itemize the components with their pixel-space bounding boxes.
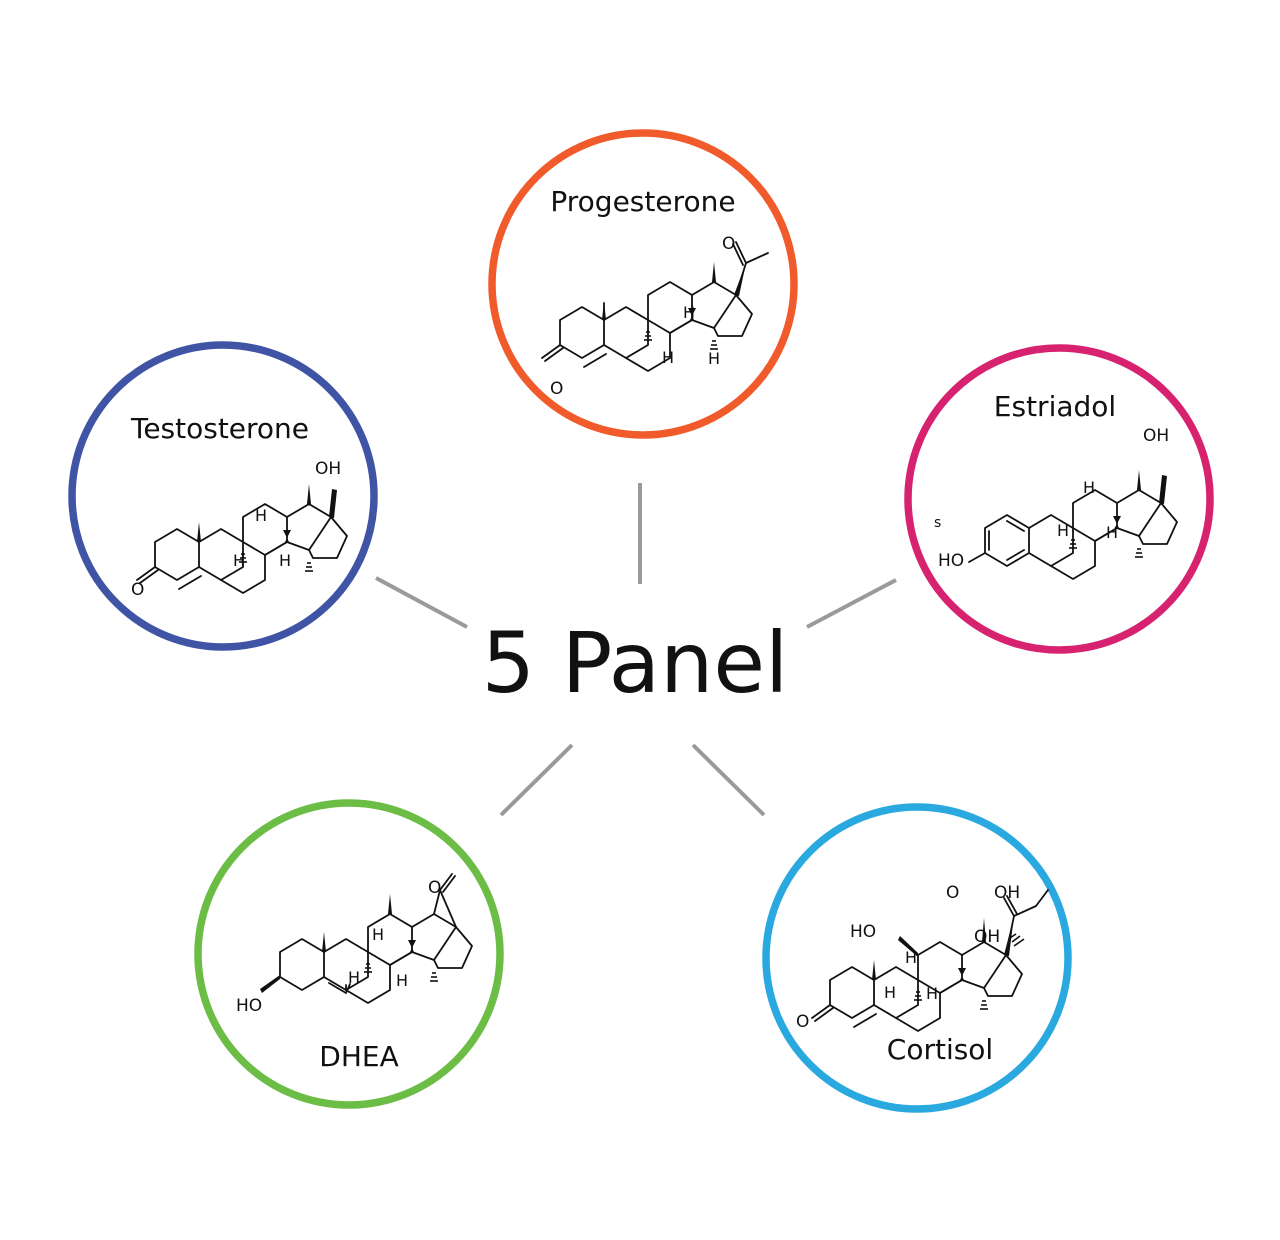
cortisol-h-3: H bbox=[926, 984, 938, 1003]
panel-title: 5 Panel bbox=[482, 614, 789, 712]
testosterone-h-3: H bbox=[279, 551, 291, 570]
cortisol-oh-21: OH bbox=[994, 883, 1020, 903]
estradiol-ho: HO bbox=[938, 551, 964, 571]
cortisol-h-1: H bbox=[884, 983, 896, 1002]
progesterone-label: Progesterone bbox=[550, 185, 735, 218]
connector-cortisol bbox=[691, 743, 766, 817]
cortisol-o: O bbox=[796, 1012, 809, 1032]
cortisol-ring bbox=[762, 803, 1072, 1113]
estradiol-ring bbox=[904, 344, 1214, 654]
estradiol-node: Estriadol H H H HO OH s bbox=[904, 344, 1214, 654]
cortisol-node: Cortisol H H H O HO OH bbox=[762, 803, 1072, 1113]
dhea-node: DHEA H H H HO O bbox=[194, 799, 504, 1109]
estradiol-stray-mark: s bbox=[934, 515, 941, 531]
dhea-structure: H H H HO O bbox=[236, 873, 473, 1016]
connector-estradiol bbox=[806, 578, 897, 629]
estradiol-h-3: H bbox=[1106, 523, 1118, 542]
estradiol-oh: OH bbox=[1143, 426, 1169, 446]
progesterone-h-1: H bbox=[662, 348, 674, 367]
estradiol-h-1: H bbox=[1057, 521, 1069, 540]
testosterone-ring bbox=[68, 341, 378, 651]
progesterone-structure: H H H O O bbox=[541, 234, 769, 399]
cortisol-structure: H H H O HO OH O OH bbox=[796, 883, 1049, 1032]
progesterone-h-2: H bbox=[683, 303, 695, 322]
dhea-h-1: H bbox=[348, 968, 360, 987]
connector-dhea bbox=[499, 743, 574, 817]
testosterone-label: Testosterone bbox=[130, 412, 309, 445]
testosterone-structure: H H H O OH bbox=[131, 459, 348, 600]
cortisol-h-2: H bbox=[905, 948, 917, 967]
testosterone-node: Testosterone H H H O OH bbox=[68, 341, 378, 651]
progesterone-o-ketone: O bbox=[550, 379, 563, 399]
progesterone-ring bbox=[488, 129, 798, 439]
dhea-o: O bbox=[428, 878, 441, 898]
testosterone-h-1: H bbox=[233, 551, 245, 570]
progesterone-h-3: H bbox=[708, 349, 720, 368]
estradiol-structure: H H H HO OH s bbox=[934, 426, 1178, 580]
testosterone-oh: OH bbox=[315, 459, 341, 479]
dhea-ring bbox=[194, 799, 504, 1109]
dhea-h-2: H bbox=[372, 925, 384, 944]
connector-testosterone bbox=[375, 576, 468, 629]
dhea-ho: HO bbox=[236, 996, 262, 1016]
estradiol-label: Estriadol bbox=[994, 390, 1116, 423]
progesterone-o-acetyl: O bbox=[722, 234, 735, 254]
cortisol-ho: HO bbox=[850, 922, 876, 942]
dhea-label: DHEA bbox=[319, 1040, 398, 1073]
cortisol-o-ketone: O bbox=[946, 883, 959, 903]
testosterone-h-2: H bbox=[255, 506, 267, 525]
testosterone-o: O bbox=[131, 580, 144, 600]
dhea-h-3: H bbox=[396, 971, 408, 990]
estradiol-h-2: H bbox=[1083, 478, 1095, 497]
cortisol-label: Cortisol bbox=[887, 1033, 993, 1066]
progesterone-node: Progesterone H H H O O bbox=[488, 129, 798, 439]
cortisol-oh-17: OH bbox=[974, 927, 1000, 947]
